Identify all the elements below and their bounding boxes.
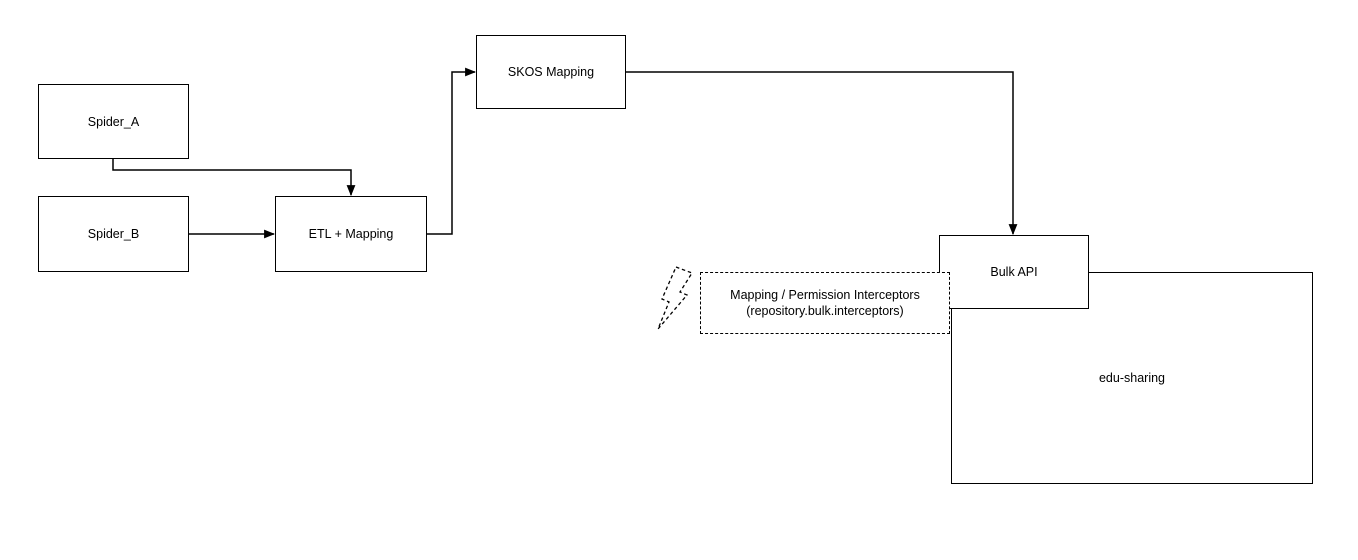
node-spider-a-label: Spider_A: [87, 114, 140, 129]
node-etl-mapping: ETL + Mapping: [275, 196, 427, 272]
node-edu-sharing-label: edu-sharing: [1098, 371, 1165, 385]
node-interceptors-label-line1: Mapping / Permission Interceptors: [730, 288, 920, 302]
edge-etl-to-skos: [427, 67, 477, 235]
node-interceptors-label: Mapping / Permission Interceptors (repos…: [730, 287, 920, 319]
node-bulk-api: Bulk API: [939, 235, 1089, 309]
node-spider-b-label: Spider_B: [87, 227, 140, 241]
edge-skos-to-bulk-api: [626, 71, 1018, 236]
node-skos-mapping-label: SKOS Mapping: [507, 65, 595, 79]
node-spider-a: Spider_A: [38, 84, 189, 159]
node-interceptors: Mapping / Permission Interceptors (repos…: [700, 272, 950, 334]
node-spider-b: Spider_B: [38, 196, 189, 272]
edge-spider-a-to-etl: [112, 159, 356, 197]
lightning-bolt-icon: [652, 264, 702, 334]
node-skos-mapping: SKOS Mapping: [476, 35, 626, 109]
node-etl-mapping-label: ETL + Mapping: [308, 227, 394, 241]
node-bulk-api-label: Bulk API: [990, 265, 1038, 279]
node-interceptors-label-line2: (repository.bulk.interceptors): [746, 304, 904, 318]
